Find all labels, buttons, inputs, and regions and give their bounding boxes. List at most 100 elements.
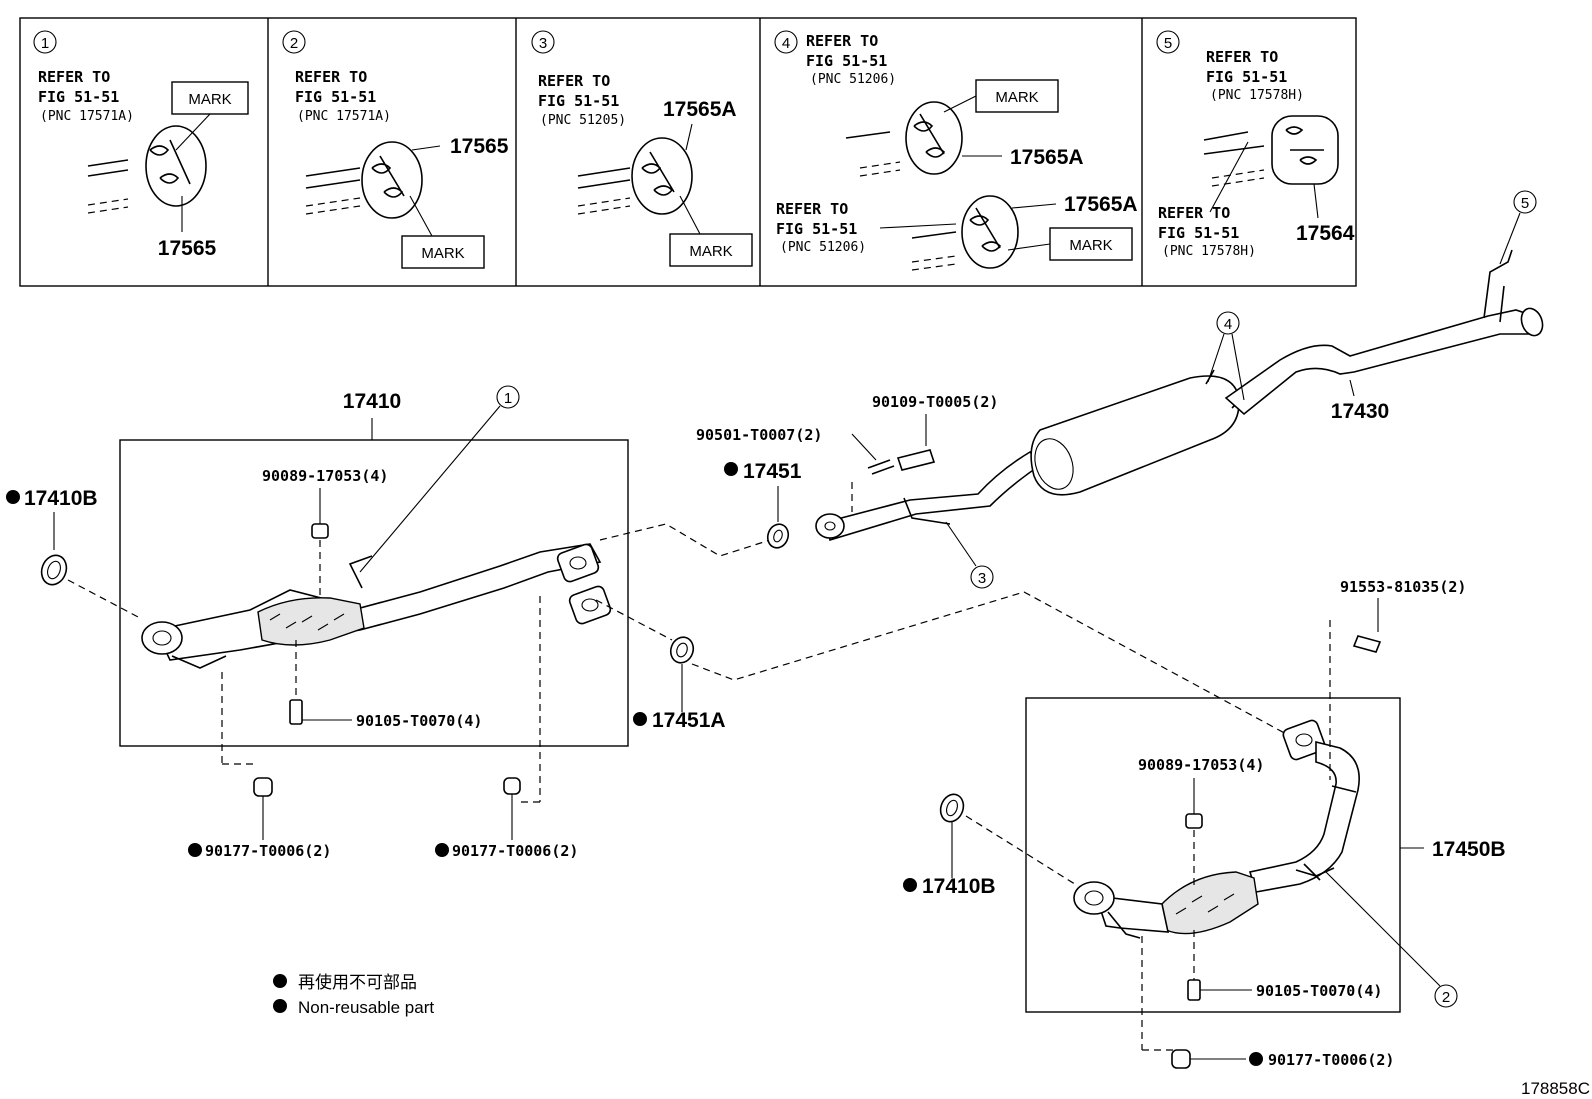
inset-5-pnc2: (PNC 17578H) [1162,244,1256,259]
inset-4-refer2-2: FIG 51-51 [776,220,857,238]
inset-5-pnc: (PNC 17578H) [1210,88,1304,103]
inset-4-number: 4 [782,35,790,52]
inset-4-pnc2: (PNC 51206) [780,240,866,255]
mark-box [669,233,753,267]
inset-1-pnc: (PNC 17571A) [40,109,134,124]
part-17451A-label: 17451A [652,709,726,732]
rubber-hanger-icon [145,125,207,207]
front-pipe-assembly-box [119,439,629,747]
gasket-icon [40,554,68,586]
nut-icon [311,523,329,539]
inset-2: 2 REFER TO FIG 51-51 (PNC 17571A) 17565 … [282,30,509,269]
callout-5 [1513,190,1537,214]
mark-box [401,235,485,269]
bolt-icon [1187,979,1201,1001]
non-reusable-dot-icon [188,843,202,857]
callout-4-number: 4 [1224,316,1232,333]
inset-4: 4 REFER TO FIG 51-51 (PNC 51206) MARK 17… [774,30,1138,271]
nut-icon [253,777,273,797]
catalytic-converter-icon [257,597,365,646]
part-90177-c-label: 90177-T0006(2) [1268,1051,1394,1069]
inset-1-refer-1: REFER TO [38,68,110,86]
inset-1-refer-2: FIG 51-51 [38,88,119,106]
inset-3: 3 REFER TO FIG 51-51 (PNC 51205) 17565A … [531,30,753,267]
callout-3-number: 3 [978,570,986,587]
rubber-hanger-icon [631,137,693,215]
part-17450B-label: 17450B [1432,838,1506,861]
inset-1-number: 1 [41,35,49,52]
inset-3-refer-1: REFER TO [538,72,610,90]
inset-5-part: 17564 [1296,222,1355,245]
inset-1: 1 REFER TO FIG 51-51 (PNC 17571A) MARK 1… [33,30,249,260]
part-90501-label: 90501-T0007(2) [696,426,822,444]
nut-icon [503,777,521,795]
inset-4-refer-1: REFER TO [806,32,878,50]
part-90105-right-label: 90105-T0070(4) [1256,982,1382,1000]
non-reusable-dot-icon [6,490,20,504]
bolt-icon [896,449,936,471]
inset-4-part2: 17565A [1064,193,1138,216]
part-90109-label: 90109-T0005(2) [872,393,998,411]
rubber-hanger-icon [361,141,423,219]
inset-2-refer-2: FIG 51-51 [295,88,376,106]
bolt-icon [289,699,303,725]
non-reusable-dot-icon [724,462,738,476]
inset-4-refer-2: FIG 51-51 [806,52,887,70]
inset-2-pnc: (PNC 17571A) [297,109,391,124]
part-17410B-left-label: 17410B [24,487,98,510]
mark-label: MARK [689,243,732,260]
inset-2-part: 17565 [450,135,509,158]
inset-4-refer2-1: REFER TO [776,200,848,218]
mark-label: MARK [995,89,1038,106]
part-17430-label: 17430 [1331,400,1389,423]
muffler-icon [1030,375,1240,496]
front-pipe-assembly [141,543,612,669]
flange-icon [815,513,845,539]
part-90089-left-label: 90089-17053(4) [262,467,388,485]
inset-5-refer2-1: REFER TO [1158,204,1230,222]
inset-5-refer-1: REFER TO [1206,48,1278,66]
inset-2-refer-1: REFER TO [295,68,367,86]
inset-4-part: 17565A [1010,146,1084,169]
non-reusable-dot-icon [1249,1052,1263,1066]
part-90105-left-label: 90105-T0070(4) [356,712,482,730]
gasket-icon [669,636,695,664]
mark-label: MARK [1069,237,1112,254]
inset-5: 5 REFER TO FIG 51-51 (PNC 17578H) 17564 … [1156,30,1355,259]
gasket-icon [766,523,790,549]
mark-label: MARK [188,91,231,108]
part-17410B-right-label: 17410B [922,875,996,898]
nut-icon [1185,813,1203,829]
part-17410-label: 17410 [343,390,401,413]
callout-4 [1216,311,1240,335]
part-90089-right-label: 90089-17053(4) [1138,756,1264,774]
non-reusable-dot-icon [633,712,647,726]
non-reusable-dot-icon [903,878,917,892]
gasket-icon [939,793,965,823]
callout-1-number: 1 [504,390,512,407]
nut-icon [1171,1049,1191,1069]
non-reusable-dot-icon [273,999,287,1013]
inset-5-number: 5 [1164,35,1172,52]
inset-3-part: 17565A [663,98,737,121]
rear-pipe-assembly-box [1025,697,1401,1013]
inset-1-part: 17565 [158,237,217,260]
callout-2-number: 2 [1442,989,1450,1006]
inset-5-refer-2: FIG 51-51 [1206,68,1287,86]
spring-icon [867,459,895,475]
inset-5-refer2-2: FIG 51-51 [1158,224,1239,242]
callout-5-number: 5 [1521,195,1529,212]
callout-2 [1434,984,1458,1008]
inset-3-pnc: (PNC 51205) [540,113,626,128]
bolt-icon [1352,635,1382,653]
legend-en: Non-reusable part [298,998,434,1017]
part-90177-a-label: 90177-T0006(2) [205,842,331,860]
callout-3 [970,565,994,589]
muffler-tailpipe [815,249,1544,542]
mark-label: MARK [421,245,464,262]
inset-panel [19,17,1357,287]
part-17451-label: 17451 [743,460,802,483]
inset-3-refer-2: FIG 51-51 [538,92,619,110]
legend-jp: 再使用不可部品 [298,972,417,992]
